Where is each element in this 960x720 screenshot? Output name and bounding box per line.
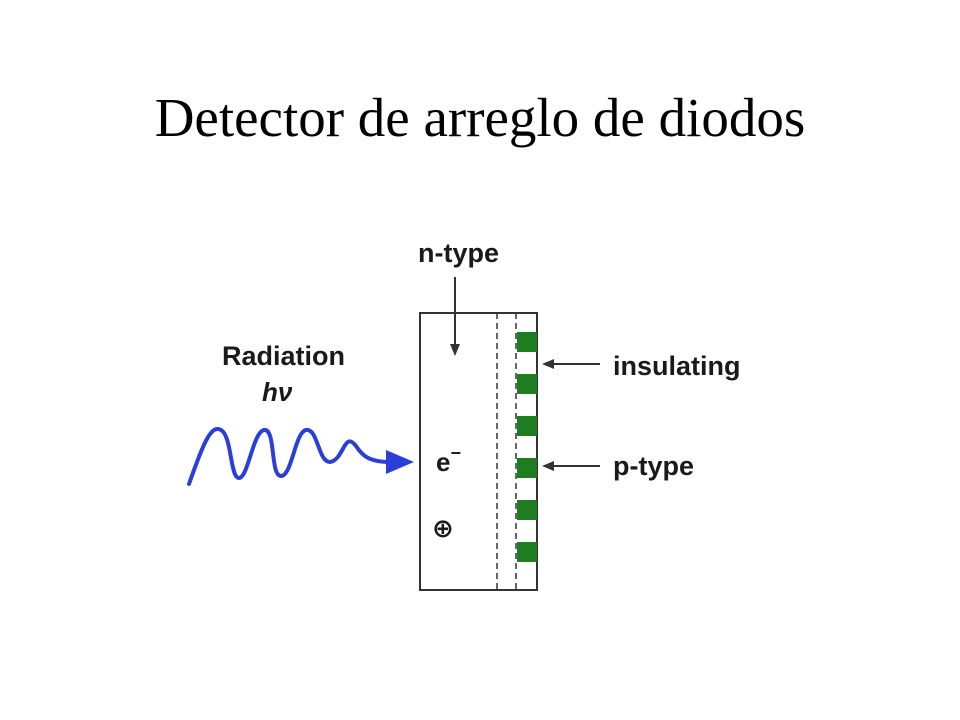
p-type-arrowhead (542, 461, 554, 471)
radiation-arrowhead (386, 450, 414, 474)
p-type-strip (517, 332, 537, 352)
radiation-wave (187, 427, 392, 486)
p-type-strip (517, 542, 537, 562)
n-type-label: n-type (418, 238, 499, 268)
insulating-arrowhead (542, 359, 554, 369)
electron-symbol: e− (436, 443, 461, 477)
radiation-label: Radiation (222, 341, 345, 371)
p-type-strip (517, 374, 537, 394)
electron-letter: e (436, 447, 450, 477)
electron-charge: − (450, 443, 461, 463)
slide-title: Detector de arreglo de diodos (154, 87, 806, 148)
insulating-label: insulating (613, 351, 741, 381)
n-type-arrowhead (450, 344, 460, 356)
p-type-label: p-type (613, 451, 694, 481)
photon-energy-label: hν (262, 377, 293, 407)
p-type-strip (517, 500, 537, 520)
p-type-strip (517, 416, 537, 436)
p-type-strips (517, 332, 537, 562)
hole-symbol: ⊕ (432, 513, 454, 543)
p-type-strip (517, 458, 537, 478)
